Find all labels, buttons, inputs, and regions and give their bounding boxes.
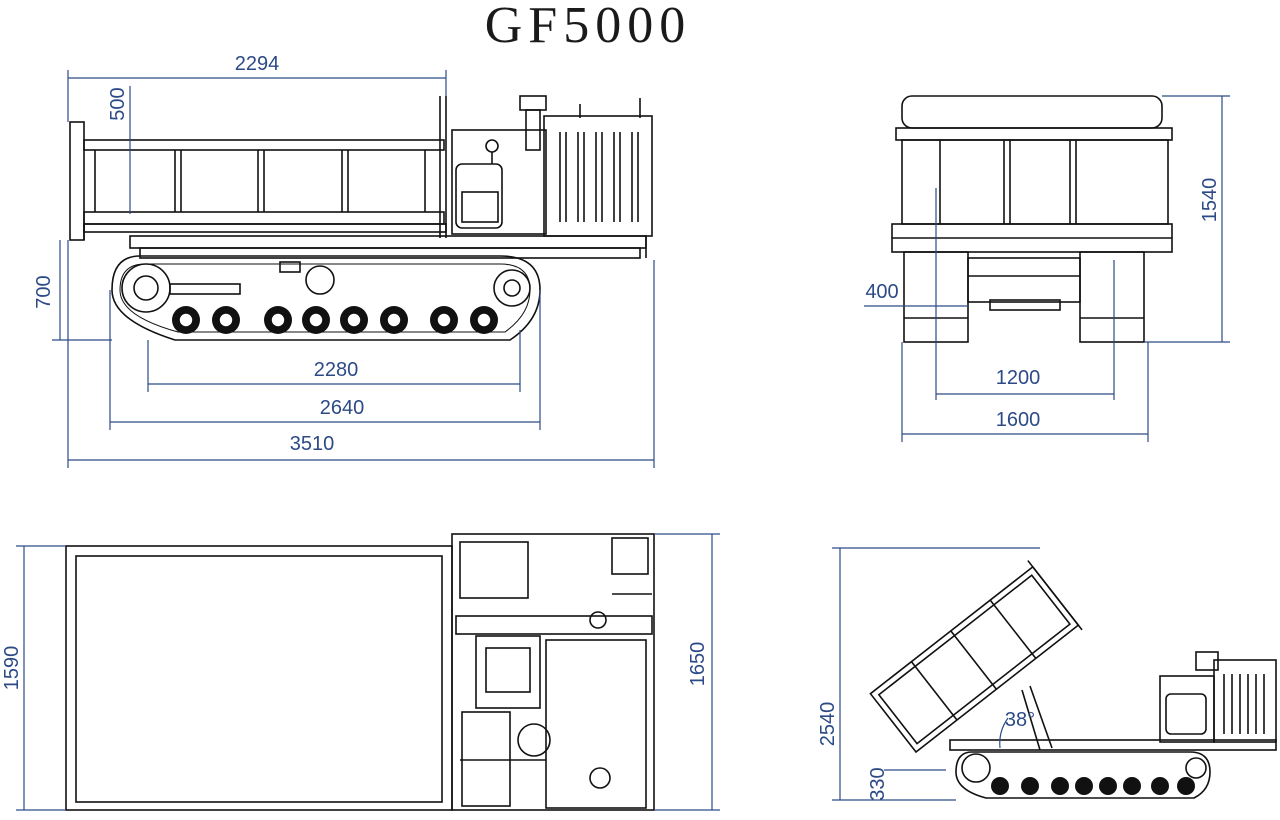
side-view: 2294 500 700 2280 2640 3510	[33, 53, 655, 468]
dim-top-width-cab: 1650	[687, 642, 709, 687]
dump-road-wheels	[991, 777, 1195, 795]
dim-track-inner-length: 2280	[314, 359, 359, 381]
dim-front-track-height: 400	[865, 281, 898, 303]
dim-front-width: 1600	[996, 409, 1041, 431]
dim-dump-height: 2540	[817, 702, 839, 747]
dim-top-width-bed: 1590	[1, 646, 23, 691]
dump-view: 38° 2540 330	[817, 547, 1277, 801]
front-view: 1540 400 1200 1600	[864, 95, 1230, 442]
dim-dump-angle: 38°	[1005, 709, 1035, 731]
dim-dump-low-height: 330	[867, 767, 889, 800]
dim-front-height: 1540	[1199, 178, 1221, 223]
side-engine-vents	[559, 132, 639, 222]
dim-side-top-length: 2294	[235, 53, 280, 75]
top-view: 1590 1650	[1, 533, 720, 811]
dim-overall-length: 3510	[290, 433, 335, 455]
dim-side-ground-clearance: 700	[33, 275, 55, 308]
drawing-title: GF5000	[485, 0, 691, 54]
side-road-wheels	[172, 306, 498, 334]
dim-front-track-gauge: 1200	[996, 367, 1041, 389]
dump-engine-vents	[1223, 674, 1265, 734]
dim-track-total-length: 2640	[320, 397, 365, 419]
dim-side-rail-height: 500	[107, 87, 129, 120]
